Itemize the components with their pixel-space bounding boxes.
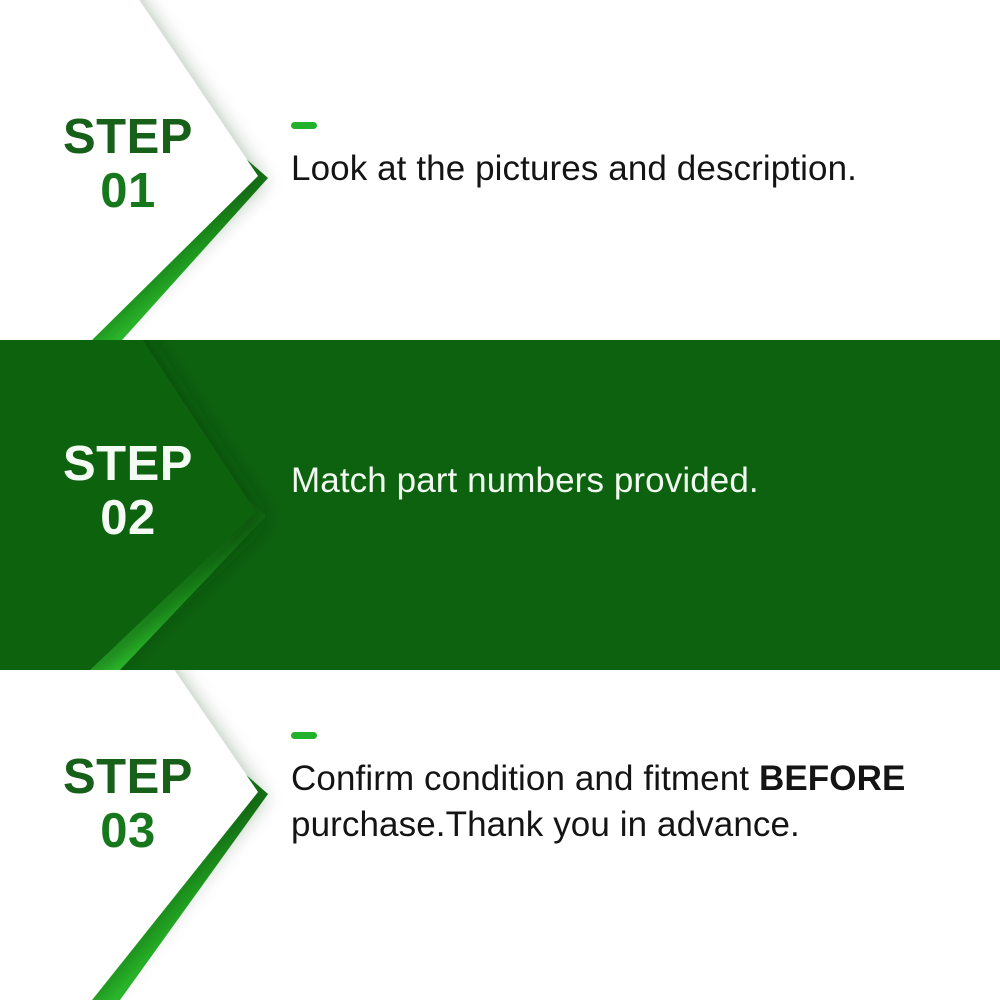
step-label-3: STEP 03 [38, 750, 218, 858]
step-description-block-3: Confirm condition and fitment BEFORE pur… [291, 732, 981, 848]
dash-marker-icon [291, 732, 317, 739]
step-label-2: STEP 02 [38, 437, 218, 545]
step-description-2: Match part numbers provided. [291, 461, 759, 500]
step-description-block-2: Match part numbers provided. [291, 458, 981, 504]
step-row-2: STEP 02 Match part numbers provided. [0, 340, 1000, 670]
step-number-1: 01 [100, 163, 156, 218]
step-row-3: STEP 03 Confirm condition and fitment BE… [0, 670, 1000, 1000]
step-word-3: STEP [63, 750, 193, 804]
step-description-1: Look at the pictures and description. [291, 149, 857, 188]
step-description-block-1: Look at the pictures and description. [291, 122, 981, 192]
dash-marker-icon [291, 122, 317, 129]
step-row-1: STEP 01 Look at the pictures and descrip… [0, 0, 1000, 340]
step-number-3: 03 [100, 803, 156, 858]
step-label-1: STEP 01 [38, 110, 218, 218]
step-number-2: 02 [100, 490, 156, 545]
step-word-2: STEP [63, 437, 193, 491]
step-word-1: STEP [63, 110, 193, 164]
step-description-3: Confirm condition and fitment BEFORE pur… [291, 759, 906, 845]
